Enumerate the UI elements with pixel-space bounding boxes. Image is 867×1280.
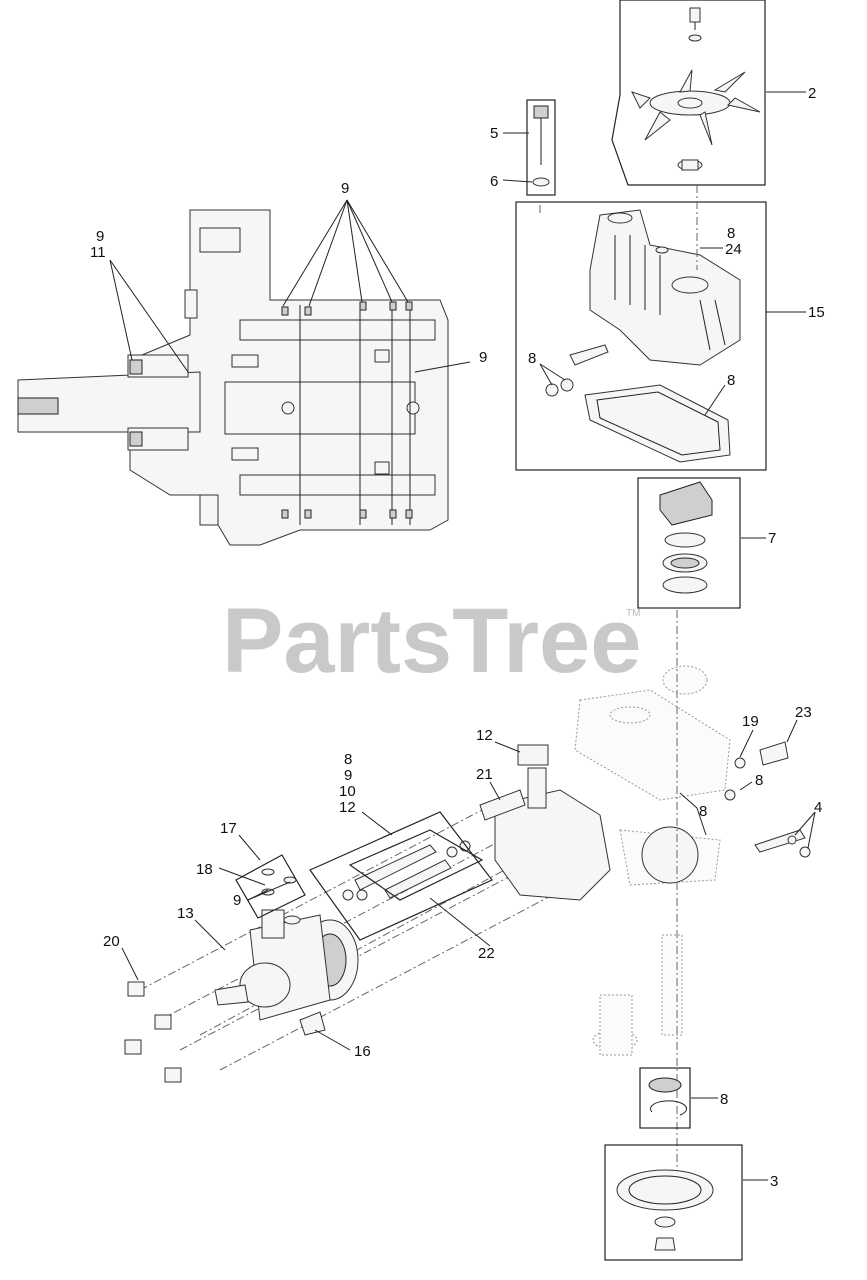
kit-boxes (235, 811, 493, 941)
center-housing-ghost (539, 185, 731, 1180)
leader-lines (109, 91, 816, 1181)
callout-13: 13 (177, 905, 194, 922)
callout-6: 6 (490, 173, 498, 190)
callout-12: 12 (339, 799, 356, 816)
callout-17: 17 (220, 820, 237, 837)
callout-5: 5 (490, 125, 498, 142)
callout-8: 8 (727, 372, 735, 389)
pulley-assembly (604, 1144, 743, 1261)
callout-9: 9 (341, 180, 349, 197)
callout-labels: 2 5 6 9 9 11 8 24 15 9 8 8 7 19 23 12 8 … (90, 85, 825, 1190)
callout-9: 9 (233, 892, 241, 909)
callout-21: 21 (476, 766, 493, 783)
callout-9: 9 (96, 228, 104, 245)
callout-8: 8 (720, 1091, 728, 1108)
dipstick-assembly (526, 99, 556, 196)
callout-11: 11 (90, 244, 106, 261)
callout-9: 9 (344, 767, 352, 784)
callout-4: 4 (814, 799, 822, 816)
callout-18: 18 (196, 861, 213, 878)
callout-8: 8 (528, 350, 536, 367)
callout-9: 9 (479, 349, 487, 366)
control-arm-parts (724, 741, 811, 858)
callout-3: 3 (770, 1173, 778, 1190)
callout-20: 20 (103, 933, 120, 950)
callout-10: 10 (339, 783, 356, 800)
callout-7: 7 (768, 530, 776, 547)
callout-15: 15 (808, 304, 825, 321)
callout-8: 8 (755, 772, 763, 789)
watermark-text: PartsTree (222, 590, 641, 692)
callout-2: 2 (808, 85, 816, 102)
fan-assembly (611, 0, 766, 186)
callout-8: 8 (344, 751, 352, 768)
callout-23: 23 (795, 704, 812, 721)
callout-12: 12 (476, 727, 493, 744)
callout-19: 19 (742, 713, 759, 730)
transmission-cross-section (17, 209, 449, 546)
bearing-kit (637, 477, 741, 609)
snap-ring-kit (639, 1067, 691, 1129)
callout-8: 8 (727, 225, 735, 242)
cover-housing-assembly (515, 201, 767, 471)
motor-assembly (124, 744, 611, 1083)
callout-22: 22 (478, 945, 495, 962)
watermark-trademark: TM (626, 608, 640, 619)
callout-16: 16 (354, 1043, 371, 1060)
callout-8: 8 (699, 803, 707, 820)
callout-24: 24 (725, 241, 742, 258)
